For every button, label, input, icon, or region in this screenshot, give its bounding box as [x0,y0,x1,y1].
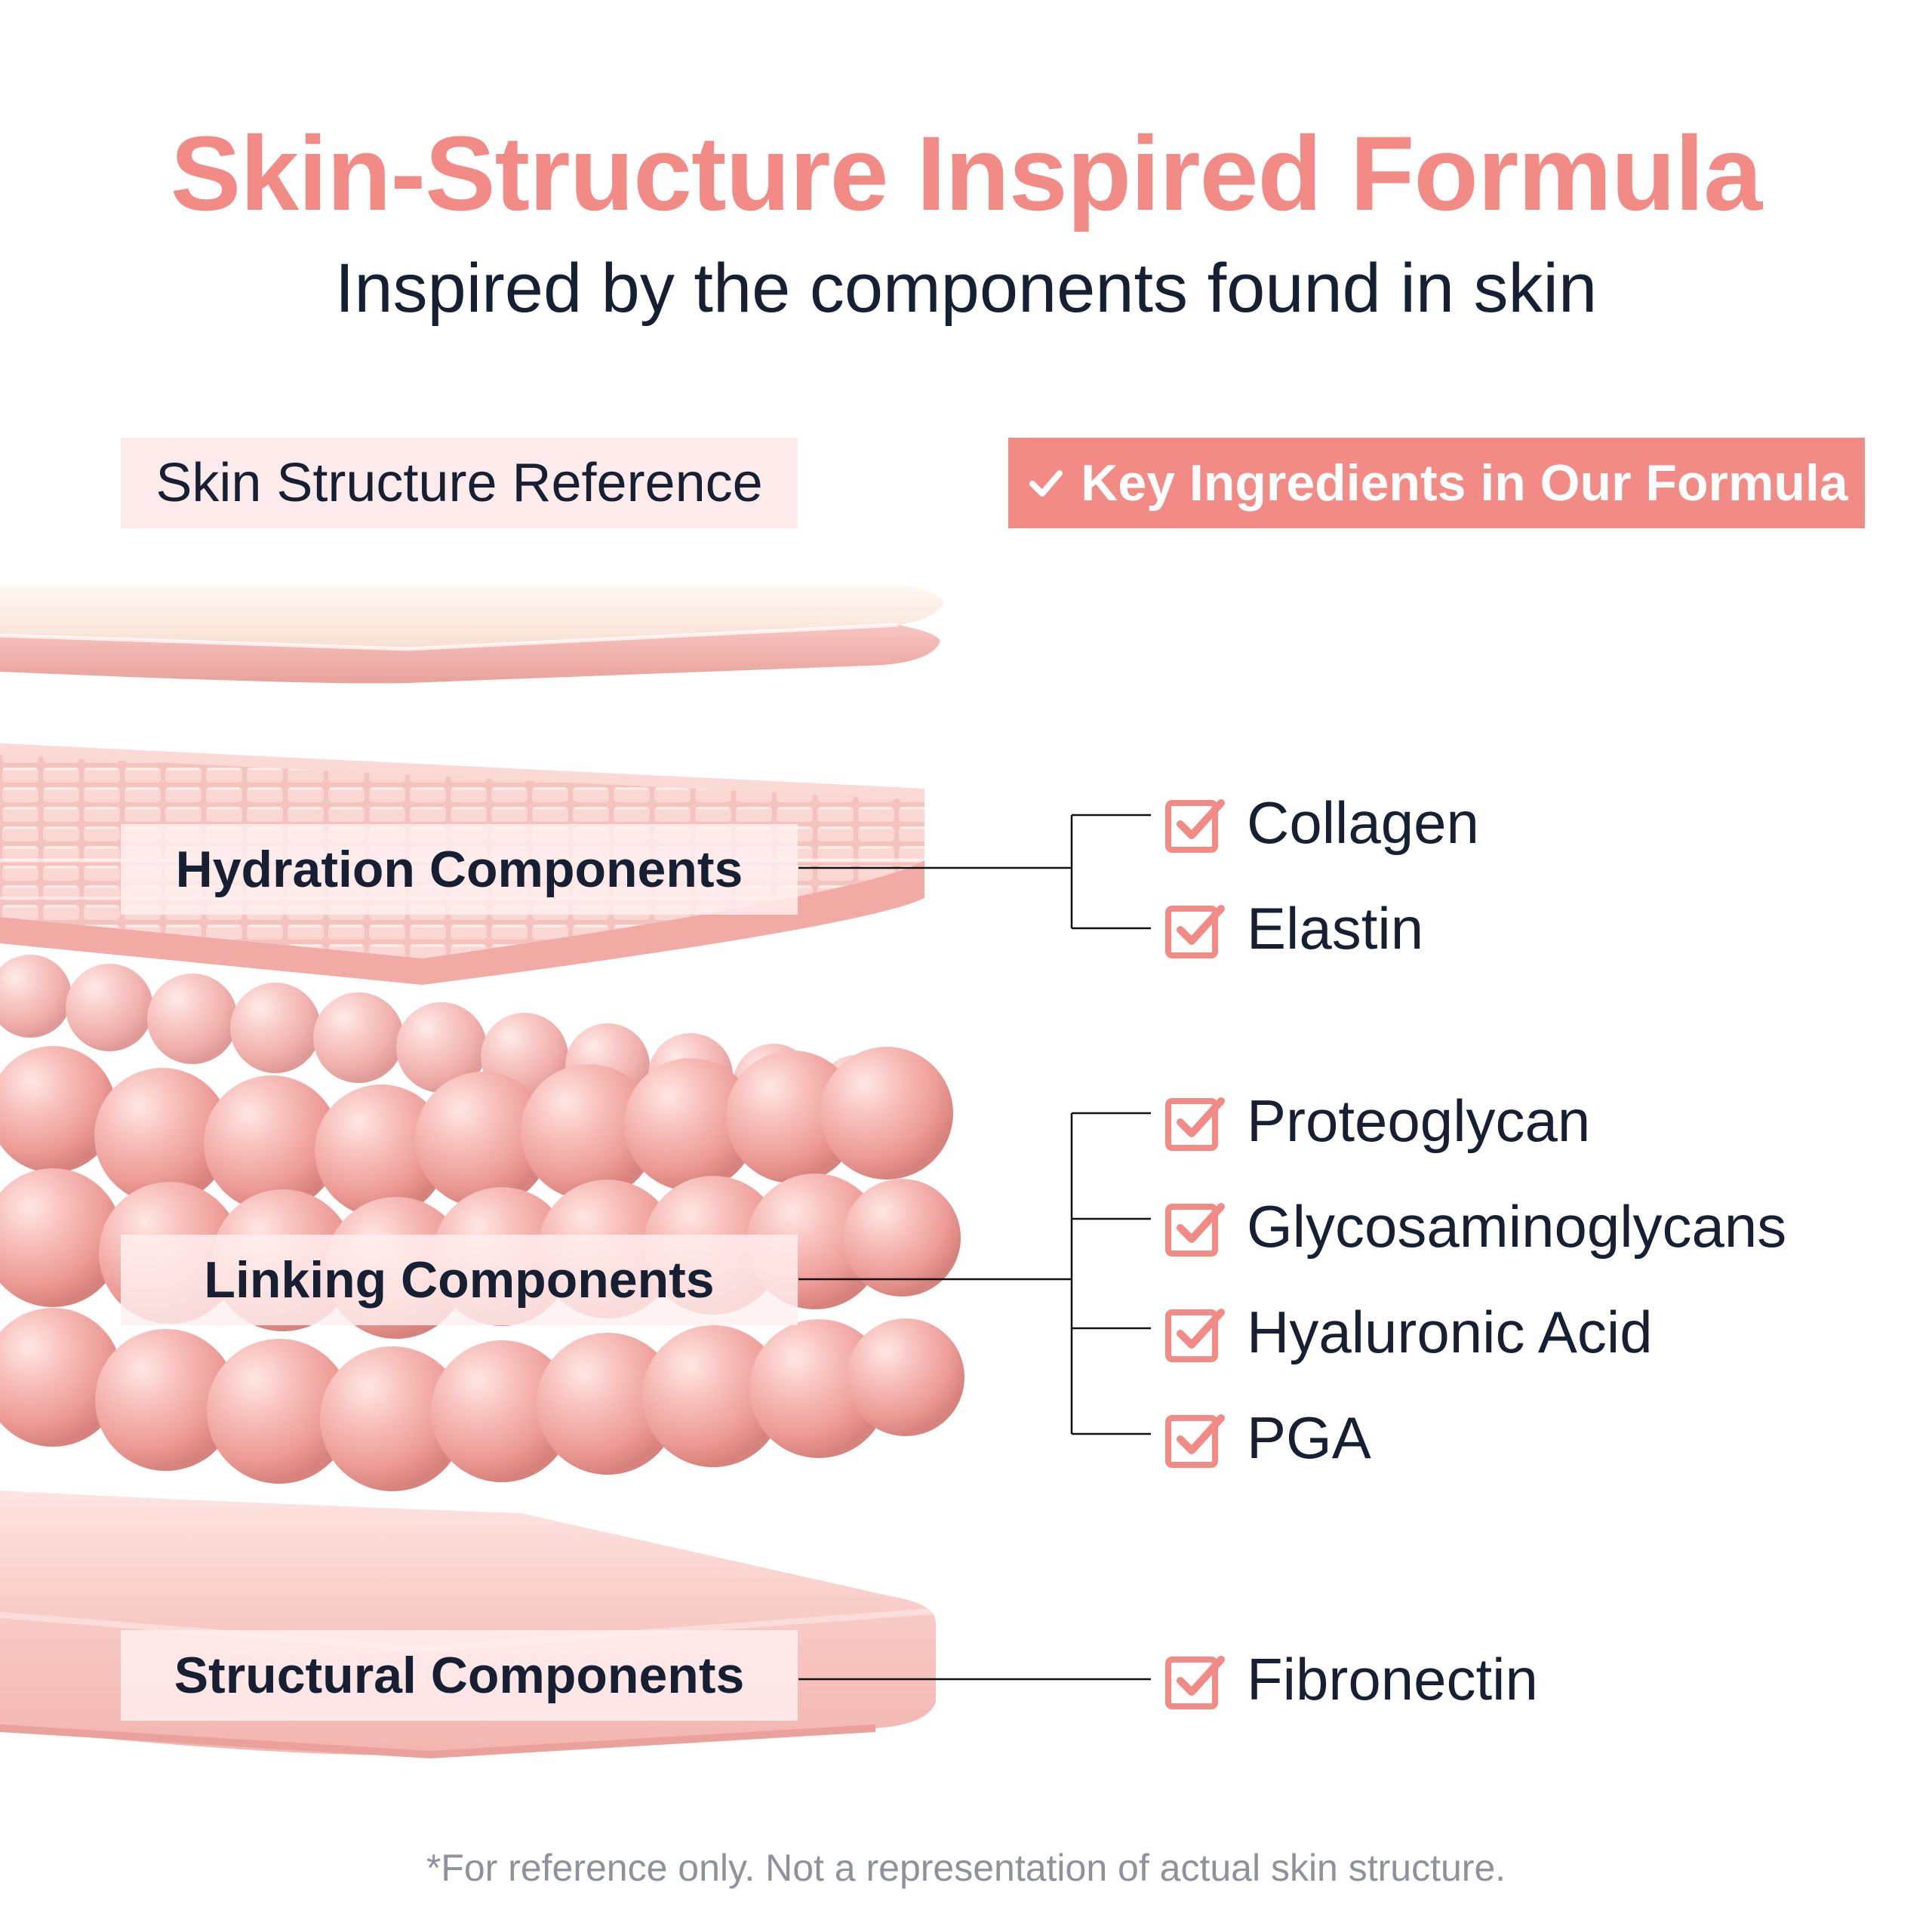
ingredient-collagen-label: Collagen [1247,789,1479,856]
ingredient-glycosaminoglycans-label: Glycosaminoglycans [1247,1192,1787,1260]
ingredient-elastin-label: Elastin [1247,894,1424,961]
linking-layer-beads-graphic [0,955,964,1491]
hydration-components-text: Hydration Components [175,841,743,898]
reference-footnote: *For reference only. Not a representatio… [426,1847,1506,1889]
ingredient-glycosaminoglycans: Glycosaminoglycans [1162,1189,1786,1264]
ingredient-proteoglycan: Proteoglycan [1162,1083,1590,1158]
skin-structure-reference-text: Skin Structure Reference [155,453,763,513]
structural-components-label: Structural Components [121,1630,798,1721]
skin-structure-reference-label: Skin Structure Reference [121,438,798,528]
ingredient-fibronectin-label: Fibronectin [1247,1645,1538,1712]
check-icon [1029,470,1063,497]
ingredient-fibronectin: Fibronectin [1162,1641,1538,1717]
ingredient-hyaluronic-acid: Hyaluronic Acid [1162,1294,1653,1370]
ingredient-elastin: Elastin [1162,891,1423,966]
ingredient-proteoglycan-label: Proteoglycan [1247,1087,1591,1154]
ingredient-pga-label: PGA [1247,1404,1371,1471]
linking-components-label: Linking Components [121,1235,798,1325]
key-ingredients-text: Key Ingredients in Our Formula [1081,454,1848,512]
ingredient-collagen: Collagen [1162,785,1479,860]
check-box-icon [1165,1097,1225,1151]
ingredient-hyaluronic-acid-label: Hyaluronic Acid [1247,1298,1653,1365]
check-box-icon [1165,1309,1225,1362]
page-subtitle: Inspired by the components found in skin [334,250,1598,327]
linking-components-text: Linking Components [204,1251,715,1309]
check-box-icon [1165,905,1225,958]
page-title: Skin-Structure Inspired Formula [170,114,1762,232]
check-box-icon [1165,1656,1225,1709]
key-ingredients-label: Key Ingredients in Our Formula [1008,438,1865,528]
check-box-icon [1165,799,1225,853]
check-box-icon [1165,1203,1225,1257]
check-box-icon [1165,1414,1225,1468]
skin-layer-illustration [0,585,964,1759]
structural-components-text: Structural Components [174,1647,745,1704]
ingredient-pga: PGA [1162,1400,1371,1475]
hydration-components-label: Hydration Components [121,824,798,915]
top-skin-layer-graphic [0,585,943,684]
